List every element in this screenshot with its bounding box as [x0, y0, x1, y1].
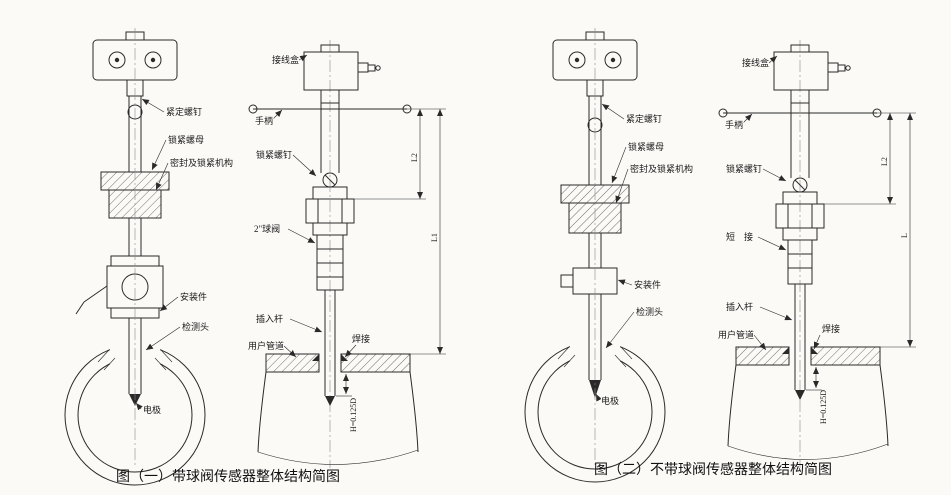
pipe-wall: [340, 353, 411, 373]
label-seal-lock: 密封及锁紧机构: [630, 163, 693, 174]
bolt-icon: [604, 51, 622, 69]
label-depth: H=0.125D: [349, 398, 358, 432]
label-mount: 安装件: [180, 291, 207, 302]
label-weld: 焊接: [822, 323, 840, 334]
bolt-icon: [144, 51, 162, 69]
pipe-wall: [265, 353, 320, 373]
valve-lever: [83, 285, 108, 303]
label-junction-box: 接线盒: [742, 57, 769, 68]
label-electrode: 电极: [601, 395, 619, 406]
label-mount: 安装件: [634, 279, 661, 290]
weld-bead: [341, 354, 348, 361]
label-dim-l2: L2: [410, 153, 419, 162]
electrode-tip: [325, 396, 335, 406]
label-probe: 检测头: [636, 306, 663, 317]
label-electrode: 电极: [143, 404, 161, 415]
weld-bead: [782, 347, 789, 354]
label-junction-box: 接线盒: [272, 54, 299, 65]
pipe-break-line: [727, 443, 889, 460]
label-ball-valve: 2"球阀: [254, 223, 280, 234]
label-short-pipe: 短 接: [726, 231, 753, 242]
weld-bead: [312, 354, 319, 361]
fig2-right-drawing: H=0.125D L2 L 接线盒 手柄 锁紧螺钉 短 接 插入杆 用户管道 焊…: [717, 40, 916, 468]
cable-gland: [357, 62, 369, 73]
label-dim-l2: L2: [880, 157, 889, 166]
label-user-pipe: 用户管道: [248, 340, 284, 351]
label-lock-nut: 锁紧螺母: [628, 141, 664, 152]
label-probe: 检测头: [182, 321, 209, 332]
junction-box: [773, 51, 829, 91]
label-lock-nut: 锁紧螺母: [168, 134, 204, 145]
label-set-screw: 紧定螺钉: [626, 113, 662, 124]
pipe-wall: [810, 346, 881, 366]
label-insert-rod: 插入杆: [726, 301, 753, 312]
figure2-caption: 图（二）不带球阀传感器整体结构简图: [594, 461, 832, 478]
label-depth: H=0.125D: [819, 390, 828, 424]
weld-bead: [811, 347, 818, 354]
electrode-tip: [129, 394, 141, 406]
pipe-wall: [735, 346, 790, 366]
figure1-caption: 图（一）带球阀传感器整体结构简图: [116, 468, 340, 485]
label-user-pipe: 用户管道: [718, 329, 754, 340]
label-dim-l1: L1: [430, 233, 439, 242]
bolt-icon: [568, 51, 586, 69]
fig2-left-drawing: 紧定螺钉 锁紧螺母 密封及锁紧机构 安装件 检测头 电极: [524, 28, 694, 483]
label-lock-screw: 锁紧螺钉: [256, 149, 292, 160]
electrode-tip: [795, 390, 805, 400]
bolt-icon: [108, 51, 126, 69]
short-nipple: [787, 239, 813, 285]
fig1-right-drawing: H=0.125D L2 L1 接线盒 手柄 锁紧螺钉 2"球阀 插入杆 用户管道…: [247, 40, 446, 468]
label-set-screw: 紧定螺钉: [166, 106, 202, 117]
label-lock-screw: 锁紧螺钉: [726, 163, 762, 174]
fig1-left-drawing: 紧定螺钉 锁紧螺母 密封及锁紧机构 安装件 检测头 电极: [64, 28, 234, 486]
label-handle: 手柄: [725, 119, 743, 130]
label-dim-l: L: [900, 233, 909, 238]
label-seal-lock: 密封及锁紧机构: [170, 157, 233, 168]
junction-box: [303, 51, 359, 91]
cable-gland: [827, 62, 839, 73]
label-insert-rod: 插入杆: [256, 313, 283, 324]
label-weld: 焊接: [352, 333, 370, 344]
pipe-break-line: [257, 449, 419, 465]
label-handle: 手柄: [255, 115, 273, 126]
